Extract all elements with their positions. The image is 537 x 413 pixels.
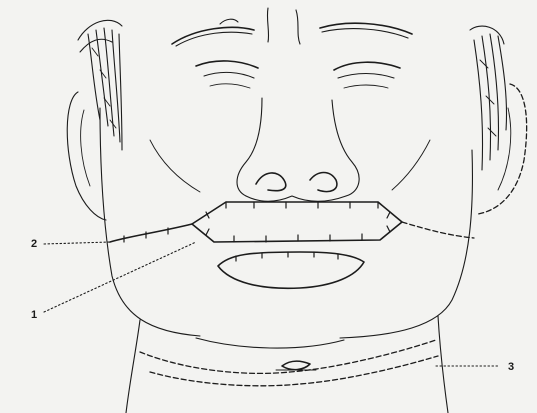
eyebrow-left <box>172 27 254 46</box>
hair-right <box>470 26 507 170</box>
leader-line-1 <box>44 242 196 312</box>
eye-left <box>196 61 258 88</box>
leader-line-2 <box>44 242 110 244</box>
jaw-incision <box>110 222 474 242</box>
eye-right <box>334 62 400 88</box>
lower-lip-incision <box>218 252 364 288</box>
neck-incision <box>140 340 438 386</box>
face-outline-right <box>340 150 472 338</box>
cheek-left <box>150 140 200 192</box>
forehead <box>220 8 300 44</box>
chin <box>196 338 344 348</box>
callout-label-3: 3 <box>508 361 514 373</box>
callout-label-1: 1 <box>31 309 37 321</box>
cheek-right <box>392 140 430 190</box>
upper-lip-incision <box>192 202 402 242</box>
nose <box>237 98 359 201</box>
eyebrow-right <box>320 23 412 38</box>
callout-label-2: 2 <box>31 238 37 250</box>
face-outline-left <box>100 108 200 336</box>
ear-right <box>478 84 527 214</box>
